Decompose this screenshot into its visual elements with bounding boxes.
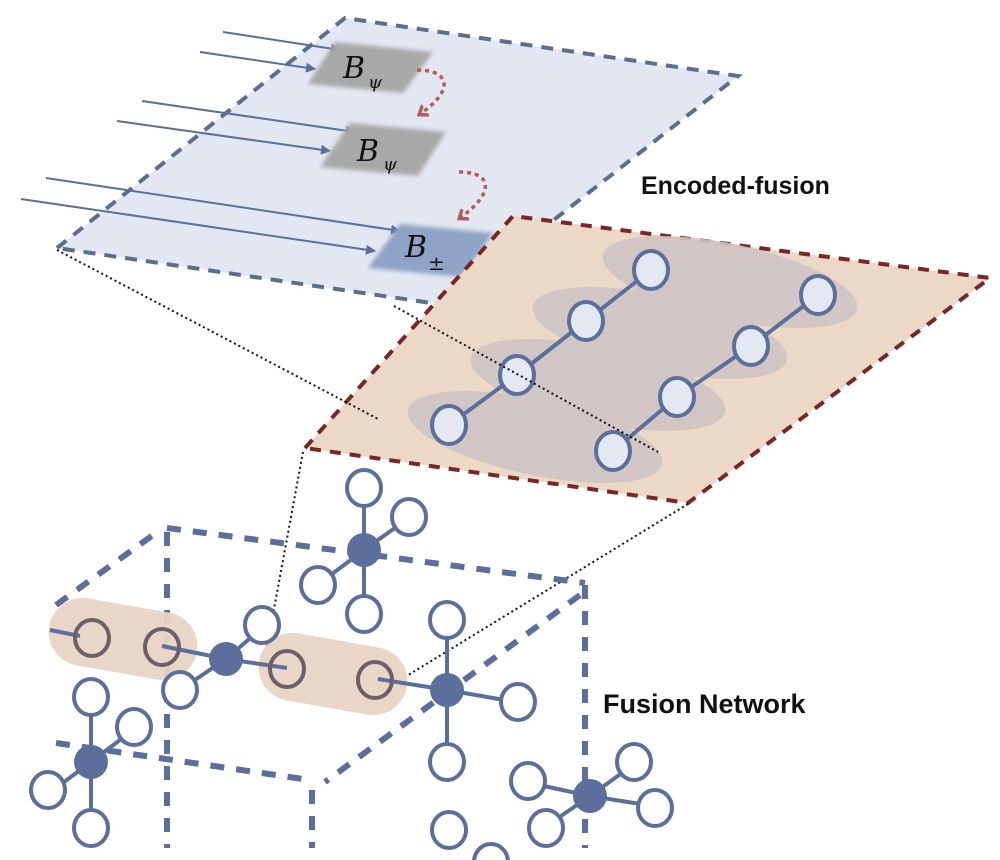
box-symbol: B xyxy=(342,51,365,86)
measurement-box-1: B ψ xyxy=(308,42,433,93)
leaf-node xyxy=(636,788,674,828)
box-subscript: ± xyxy=(428,251,445,275)
hub-node xyxy=(573,779,607,813)
input-arrow xyxy=(141,100,356,136)
chain-node xyxy=(632,249,670,291)
input-arrow xyxy=(199,51,316,73)
leaf-node xyxy=(115,707,153,747)
projection-line xyxy=(56,249,381,421)
leaf-node xyxy=(509,761,547,801)
leaf-nodes xyxy=(29,468,674,860)
leaf-node xyxy=(428,600,466,640)
chain-node xyxy=(658,376,696,418)
chain-node xyxy=(567,300,605,342)
leaf-node xyxy=(299,565,337,605)
chain-node xyxy=(594,430,632,472)
hub-node xyxy=(347,533,381,567)
projection-line xyxy=(393,305,659,453)
hub-node xyxy=(430,673,464,707)
projection-line xyxy=(265,451,304,653)
leaf-node xyxy=(72,808,110,848)
projection-lines xyxy=(56,249,689,678)
measurement-box-3: B ± xyxy=(368,224,493,277)
encoded-fusion-label: Encoded-fusion xyxy=(641,172,830,200)
hub-node xyxy=(209,642,243,676)
chain-node xyxy=(732,325,770,367)
input-arrow xyxy=(45,177,401,235)
blue-box xyxy=(368,224,493,277)
box-subscript: ψ xyxy=(383,154,398,175)
fusion-highlight xyxy=(258,632,408,716)
star-hubs xyxy=(74,533,607,813)
input-arrow xyxy=(116,120,331,155)
leaf-node xyxy=(390,497,428,537)
feedforward-arrows xyxy=(417,68,488,218)
leaf-node xyxy=(243,605,281,645)
box-symbol: B xyxy=(404,230,427,265)
leaf-node xyxy=(161,670,199,710)
box-symbol: B xyxy=(356,134,379,169)
leaf-node xyxy=(345,468,383,508)
cube-edge xyxy=(55,740,311,783)
middle-plane-border xyxy=(301,213,996,506)
chain-node xyxy=(430,404,468,446)
leaf-node xyxy=(615,742,653,782)
cube-edge xyxy=(54,527,162,608)
fusion-network xyxy=(29,468,674,860)
fusion-network-label: Fusion Network xyxy=(603,689,806,719)
input-arrow xyxy=(20,198,376,255)
leaf-node xyxy=(527,808,565,848)
leaf-node xyxy=(428,742,466,782)
leaf-node xyxy=(472,842,510,860)
fused-node xyxy=(268,649,306,689)
fused-node xyxy=(356,660,394,700)
chain-node xyxy=(799,274,837,316)
measurement-box-2: B ψ xyxy=(320,123,446,176)
feedforward-arrow xyxy=(459,170,488,218)
gray-box xyxy=(320,123,446,176)
input-arrows xyxy=(20,31,401,255)
projection-line xyxy=(404,503,689,678)
leaf-node xyxy=(72,677,110,717)
leaf-node xyxy=(29,770,67,810)
box-subscript: ψ xyxy=(368,72,383,93)
hub-node xyxy=(74,745,108,779)
fused-nodes xyxy=(73,618,394,700)
top-plane-border xyxy=(52,15,743,308)
fused-node xyxy=(143,627,181,667)
leaf-node xyxy=(499,682,537,722)
input-arrow xyxy=(222,31,341,54)
leaf-node xyxy=(345,594,383,634)
fused-node xyxy=(73,618,111,658)
leaf-node xyxy=(430,810,468,850)
feedforward-arrow xyxy=(417,68,446,114)
gray-box xyxy=(308,42,433,93)
fusion-highlight xyxy=(48,597,198,681)
